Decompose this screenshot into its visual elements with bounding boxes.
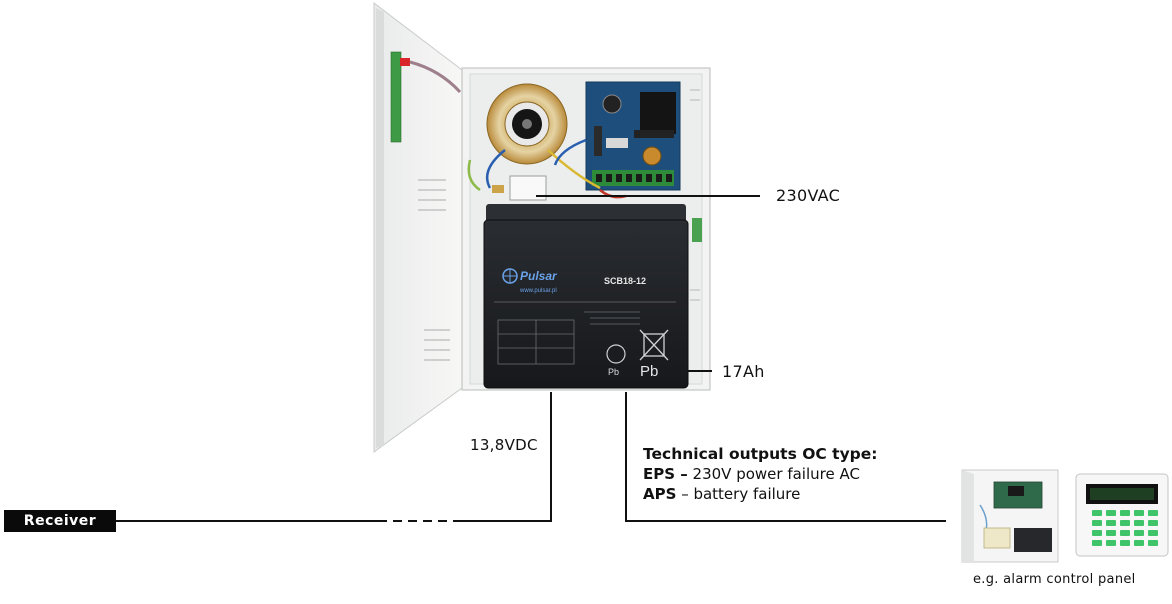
alarm-panel-caption: e.g. alarm control panel [973, 572, 1136, 587]
aps-description: – battery failure [681, 485, 801, 503]
alarm-keypad [1075, 473, 1169, 557]
dc-output-label: 13,8VDC [470, 436, 538, 454]
eps-line: EPS – 230V power failure AC [643, 464, 877, 484]
aps-key: APS [643, 485, 677, 503]
technical-outputs-line [625, 392, 946, 522]
battery-brand: Pulsar [520, 269, 558, 283]
psu-pcb [585, 81, 681, 191]
toroidal-transformer [486, 83, 568, 165]
aps-line: APS – battery failure [643, 484, 877, 504]
alarm-control-panel [961, 469, 1169, 563]
battery: Pulsar www.pulsar.pl SCB18-12 Pb [483, 204, 689, 389]
psu-enclosure: Pulsar www.pulsar.pl SCB18-12 Pb [373, 1, 711, 453]
technical-outputs-title: Technical outputs OC type: [643, 445, 878, 463]
battery-website: www.pulsar.pl [519, 288, 557, 294]
receiver-box: Receiver [4, 510, 116, 532]
eps-key: EPS – [643, 465, 688, 483]
battery-pb-label-small: Pb [608, 367, 619, 377]
door-tamper-board [390, 51, 402, 143]
connection-lines [116, 195, 946, 522]
technical-outputs-block: Technical outputs OC type: EPS – 230V po… [643, 444, 877, 504]
battery-pb-label-large: Pb [640, 363, 658, 380]
ac-input-label: 230VAC [776, 186, 841, 205]
enclosure-door [373, 1, 463, 453]
battery-capacity-label: 17Ah [722, 362, 765, 381]
door-vents [418, 179, 450, 361]
battery-model: SCB18-12 [604, 276, 646, 286]
eps-description: 230V power failure AC [692, 465, 860, 483]
